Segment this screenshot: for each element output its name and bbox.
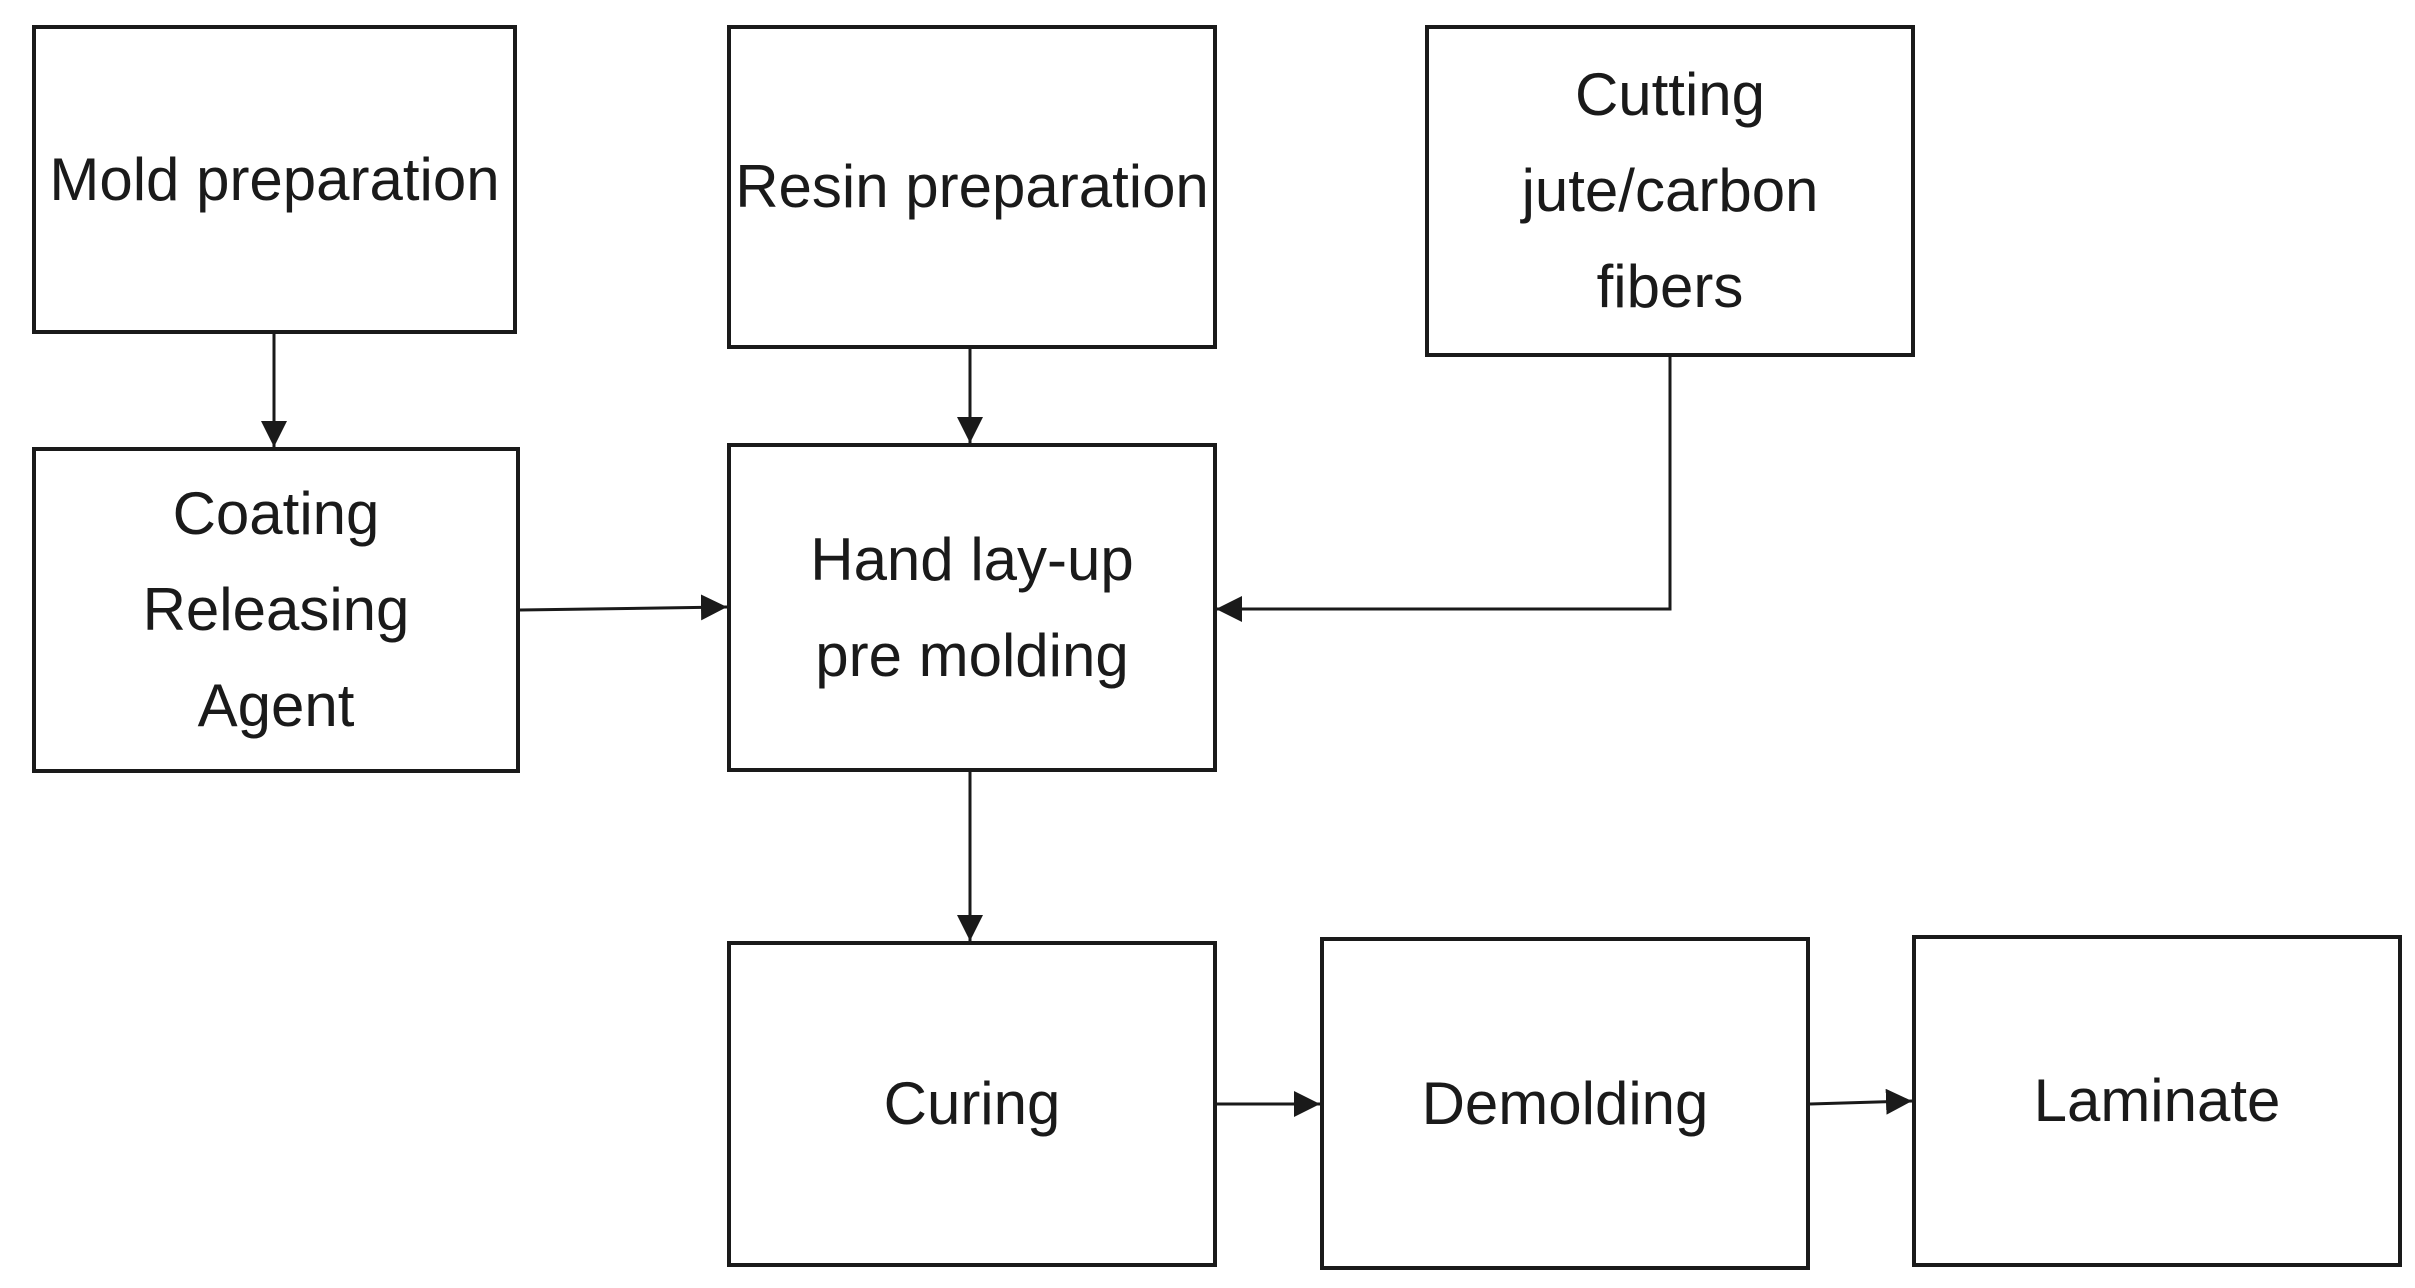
- edge-coating-to-handlayup: [519, 594, 728, 621]
- node-label: Resin preparation: [735, 153, 1209, 220]
- node-laminate: Laminate: [1912, 935, 2402, 1267]
- edge-demolding-to-laminate: [1809, 1088, 1913, 1115]
- node-curing: Curing: [727, 941, 1217, 1267]
- node-resin-preparation: Resin preparation: [727, 25, 1217, 349]
- node-mold-preparation: Mold preparation: [32, 25, 517, 334]
- node-label: Hand lay-up pre molding: [810, 525, 1134, 689]
- node-cutting-fibers: Cutting jute/carbon fibers: [1425, 25, 1915, 357]
- node-label: Curing: [883, 1070, 1061, 1137]
- node-label: Cutting jute/carbon fibers: [1521, 61, 1819, 320]
- node-hand-lay-up: Hand lay-up pre molding: [727, 443, 1217, 772]
- node-demolding: Demolding: [1320, 937, 1810, 1270]
- node-label: Coating Releasing Agent: [142, 480, 410, 739]
- edge-cutting-to-handlayup: [1216, 357, 1672, 622]
- node-label: Mold preparation: [49, 145, 500, 213]
- node-label: Laminate: [2033, 1067, 2281, 1134]
- node-label: Demolding: [1421, 1069, 1709, 1137]
- node-coating-releasing-agent: Coating Releasing Agent: [32, 447, 520, 773]
